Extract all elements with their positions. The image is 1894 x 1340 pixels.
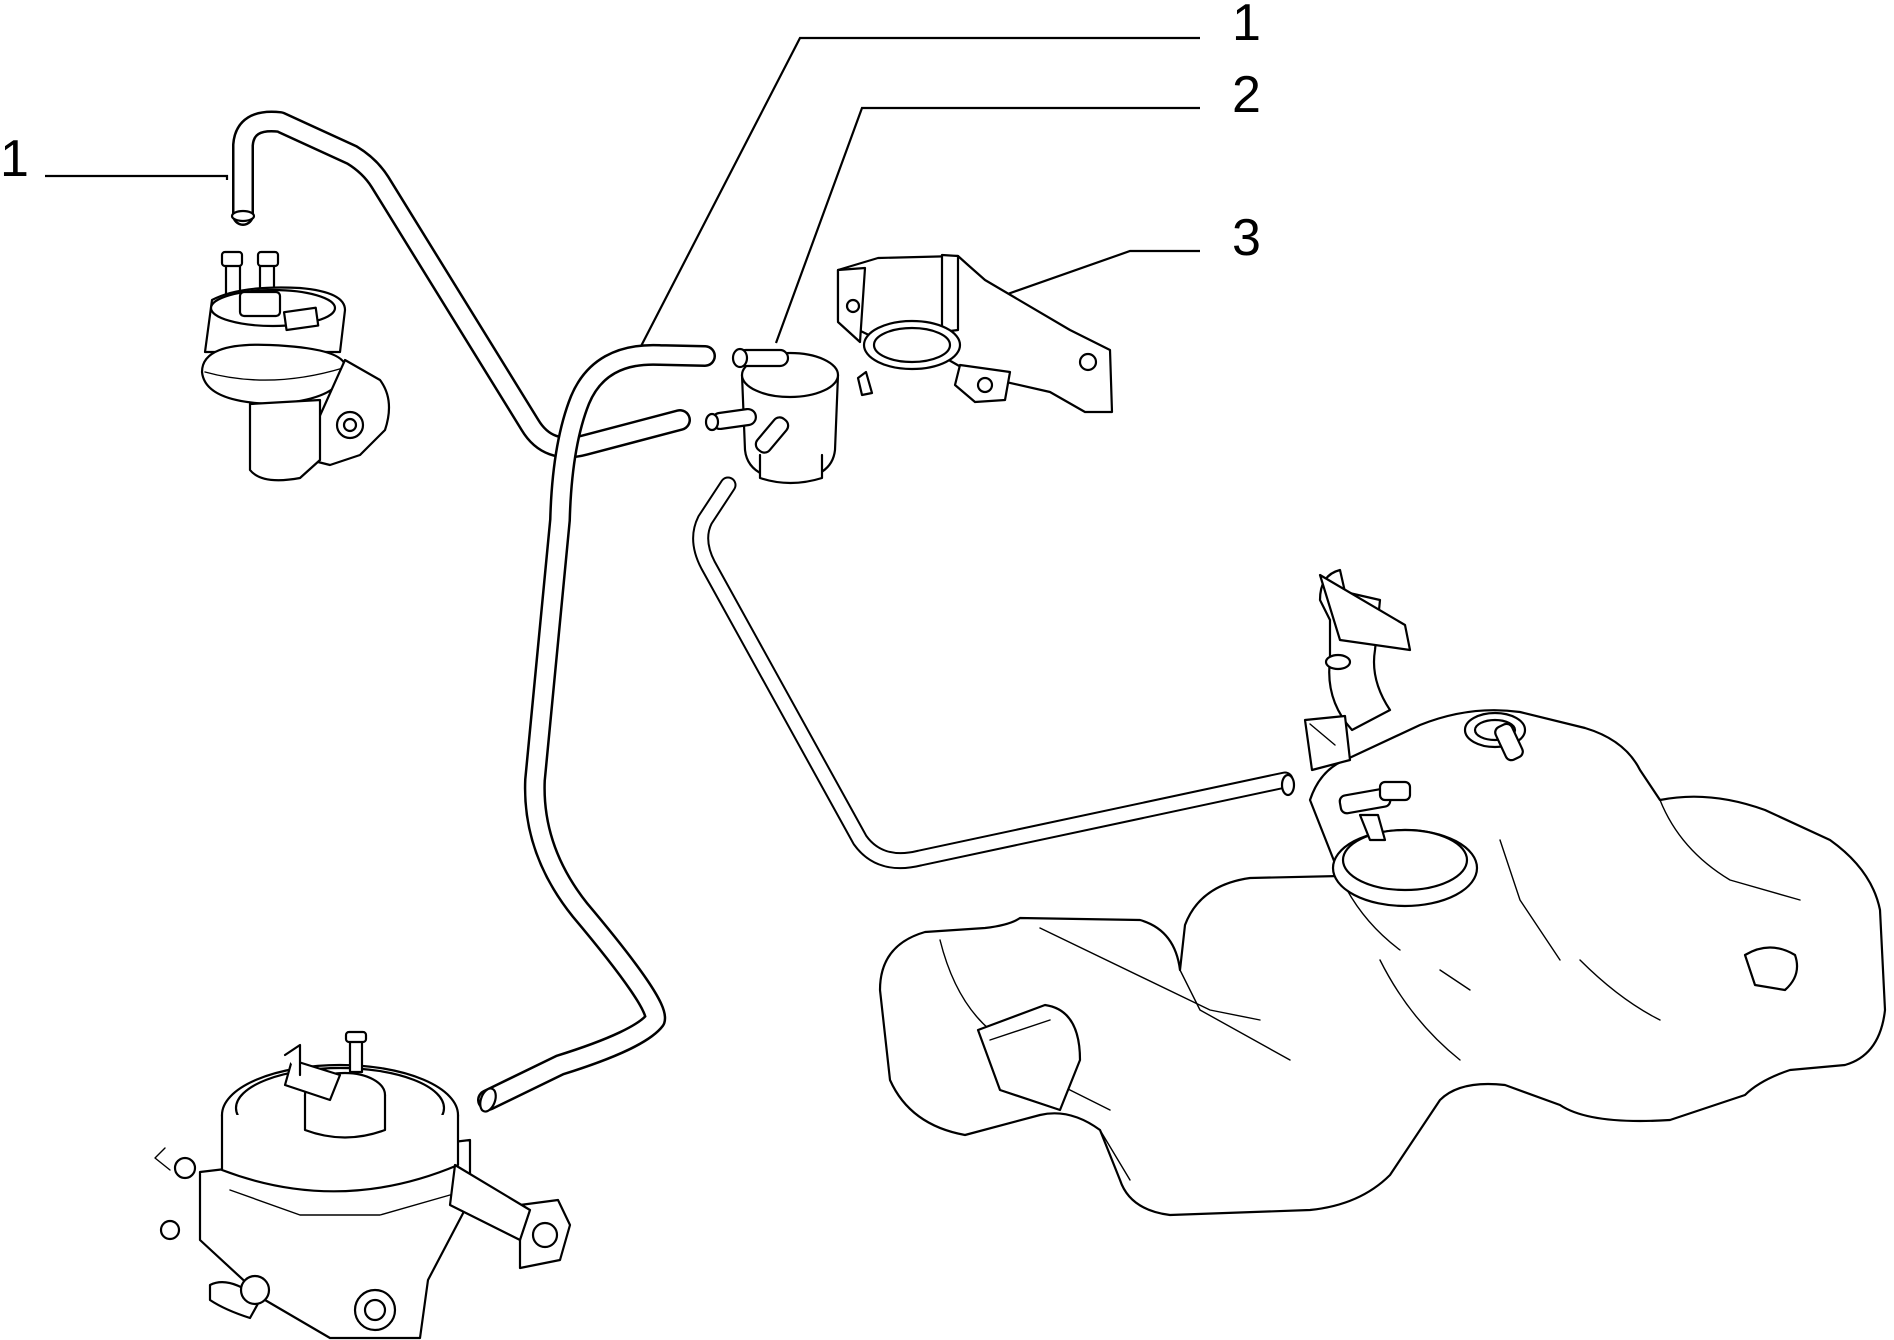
callout-label-1-top: 1 (1232, 0, 1261, 52)
callout-label-1-left: 1 (0, 130, 29, 188)
callout-3: 3 (1001, 209, 1261, 298)
callout-2: 2 (774, 66, 1261, 344)
fuel-pump (200, 250, 391, 482)
callout-leader-1-left (45, 174, 229, 180)
canister-bracket (836, 253, 1114, 414)
callout-1-top: 1 (637, 0, 1261, 353)
callout-1-left: 1 (0, 130, 229, 188)
fuel-tank (878, 568, 1887, 1217)
callout-leader-2 (774, 106, 1200, 344)
vent-hose-to-tank (692, 476, 1296, 870)
callout-leader-3 (1001, 249, 1200, 298)
callout-leader-1-top (637, 36, 1200, 353)
callout-label-2: 2 (1232, 66, 1261, 124)
throttle-body (154, 1030, 572, 1340)
callout-label-3: 3 (1232, 209, 1261, 267)
vapor-canister (704, 347, 840, 485)
vapor-hose-long (477, 343, 716, 1113)
